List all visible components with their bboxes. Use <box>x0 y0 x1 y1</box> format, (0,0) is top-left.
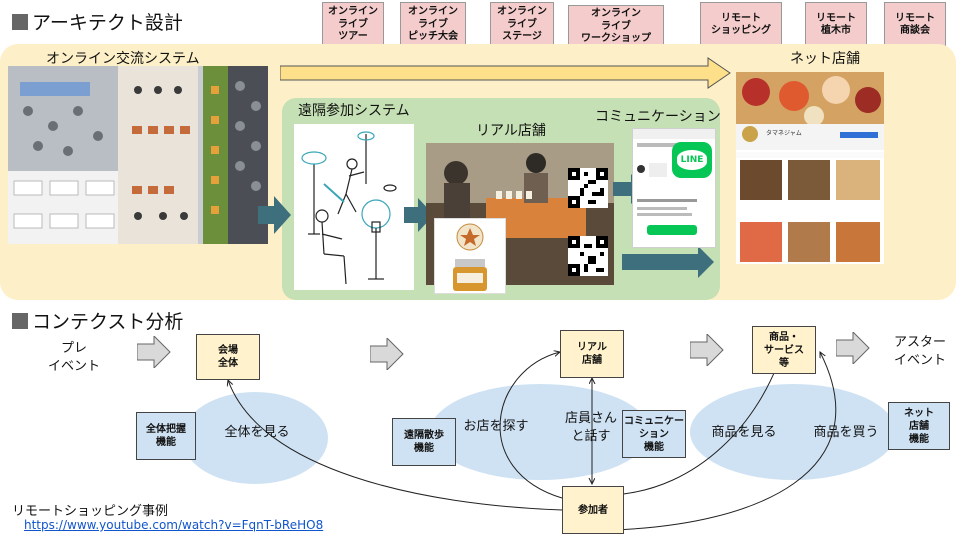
qr-code-1 <box>568 168 608 208</box>
flow-arrow-top <box>280 57 731 89</box>
node-product: 商品・ サービス 等 <box>752 326 816 374</box>
youtube-link[interactable]: https://www.youtube.com/watch?v=FqnT-bRe… <box>24 518 324 532</box>
action-see-product: 商品を見る <box>711 425 777 440</box>
gray-arrow-4 <box>836 332 870 364</box>
ellipse-product <box>690 384 896 480</box>
node-real-store: リアル 店舗 <box>560 330 624 378</box>
context-heading: コンテクスト分析 <box>12 307 183 334</box>
context-title: コンテクスト分析 <box>32 311 184 333</box>
ellipse-overview <box>182 392 328 484</box>
online-system-image <box>8 66 268 244</box>
gray-arrow-3 <box>690 334 724 366</box>
label-online-live-workshop: オンライン ライブ ワークショップ <box>568 5 664 49</box>
label-online-live-stage: オンライン ライブ ステージ <box>490 2 554 48</box>
real-store-label: リアル店舗 <box>476 123 546 139</box>
node-venue: 会場 全体 <box>196 334 260 380</box>
communication-label: コミュニケーション <box>595 109 721 125</box>
remote-system-label: 遠隔参加システム <box>298 103 410 119</box>
net-store-screenshot: タマネジャム <box>736 72 884 264</box>
action-find-store: お店を探す <box>463 419 529 434</box>
remote-system-sketch <box>294 124 414 290</box>
action-talk-staff: 店員さん と話す <box>564 411 617 445</box>
node-participant: 参加者 <box>562 486 624 534</box>
teal-arrow-1 <box>258 196 291 234</box>
line-icon-label: LINE <box>680 155 704 165</box>
function-remote-walk: 遠隔散歩 機能 <box>392 418 456 466</box>
store-name-text: タマネジャム <box>766 130 802 137</box>
architecture-title: アーキテクト設計 <box>32 12 183 34</box>
label-online-live-tour: オンライン ライブ ツアー <box>322 2 384 48</box>
case-label: リモートショッピング事例 <box>12 504 169 519</box>
function-net-store: ネット 店舗 機能 <box>888 402 950 450</box>
net-store-label: ネット店舗 <box>790 51 860 67</box>
action-see-all: 全体を見る <box>224 425 290 440</box>
action-buy-product: 商品を買う <box>813 425 879 440</box>
label-remote-shopping: リモート ショッピング <box>700 2 782 48</box>
jam-jar-photo <box>434 218 506 294</box>
square-bullet-icon <box>12 312 28 329</box>
teal-arrow-4 <box>622 246 714 278</box>
function-overview: 全体把握 機能 <box>136 412 196 460</box>
qr-code-2 <box>568 236 608 276</box>
architecture-heading: アーキテクト設計 <box>12 8 183 35</box>
function-communication: コミュニケー ション 機能 <box>622 410 686 458</box>
teal-arrow-2 <box>404 198 434 232</box>
gray-arrow-2 <box>370 338 404 370</box>
label-remote-business-meeting: リモート 商談会 <box>884 2 946 48</box>
pre-event-label: プレ イベント <box>47 341 100 375</box>
after-event-label: アスター イベント <box>893 335 946 369</box>
ellipse-store <box>430 384 650 480</box>
line-app-icon: LINE <box>672 142 712 178</box>
online-system-label: オンライン交流システム <box>46 51 200 67</box>
gray-arrow-1 <box>137 336 171 368</box>
square-bullet-icon <box>12 13 28 30</box>
